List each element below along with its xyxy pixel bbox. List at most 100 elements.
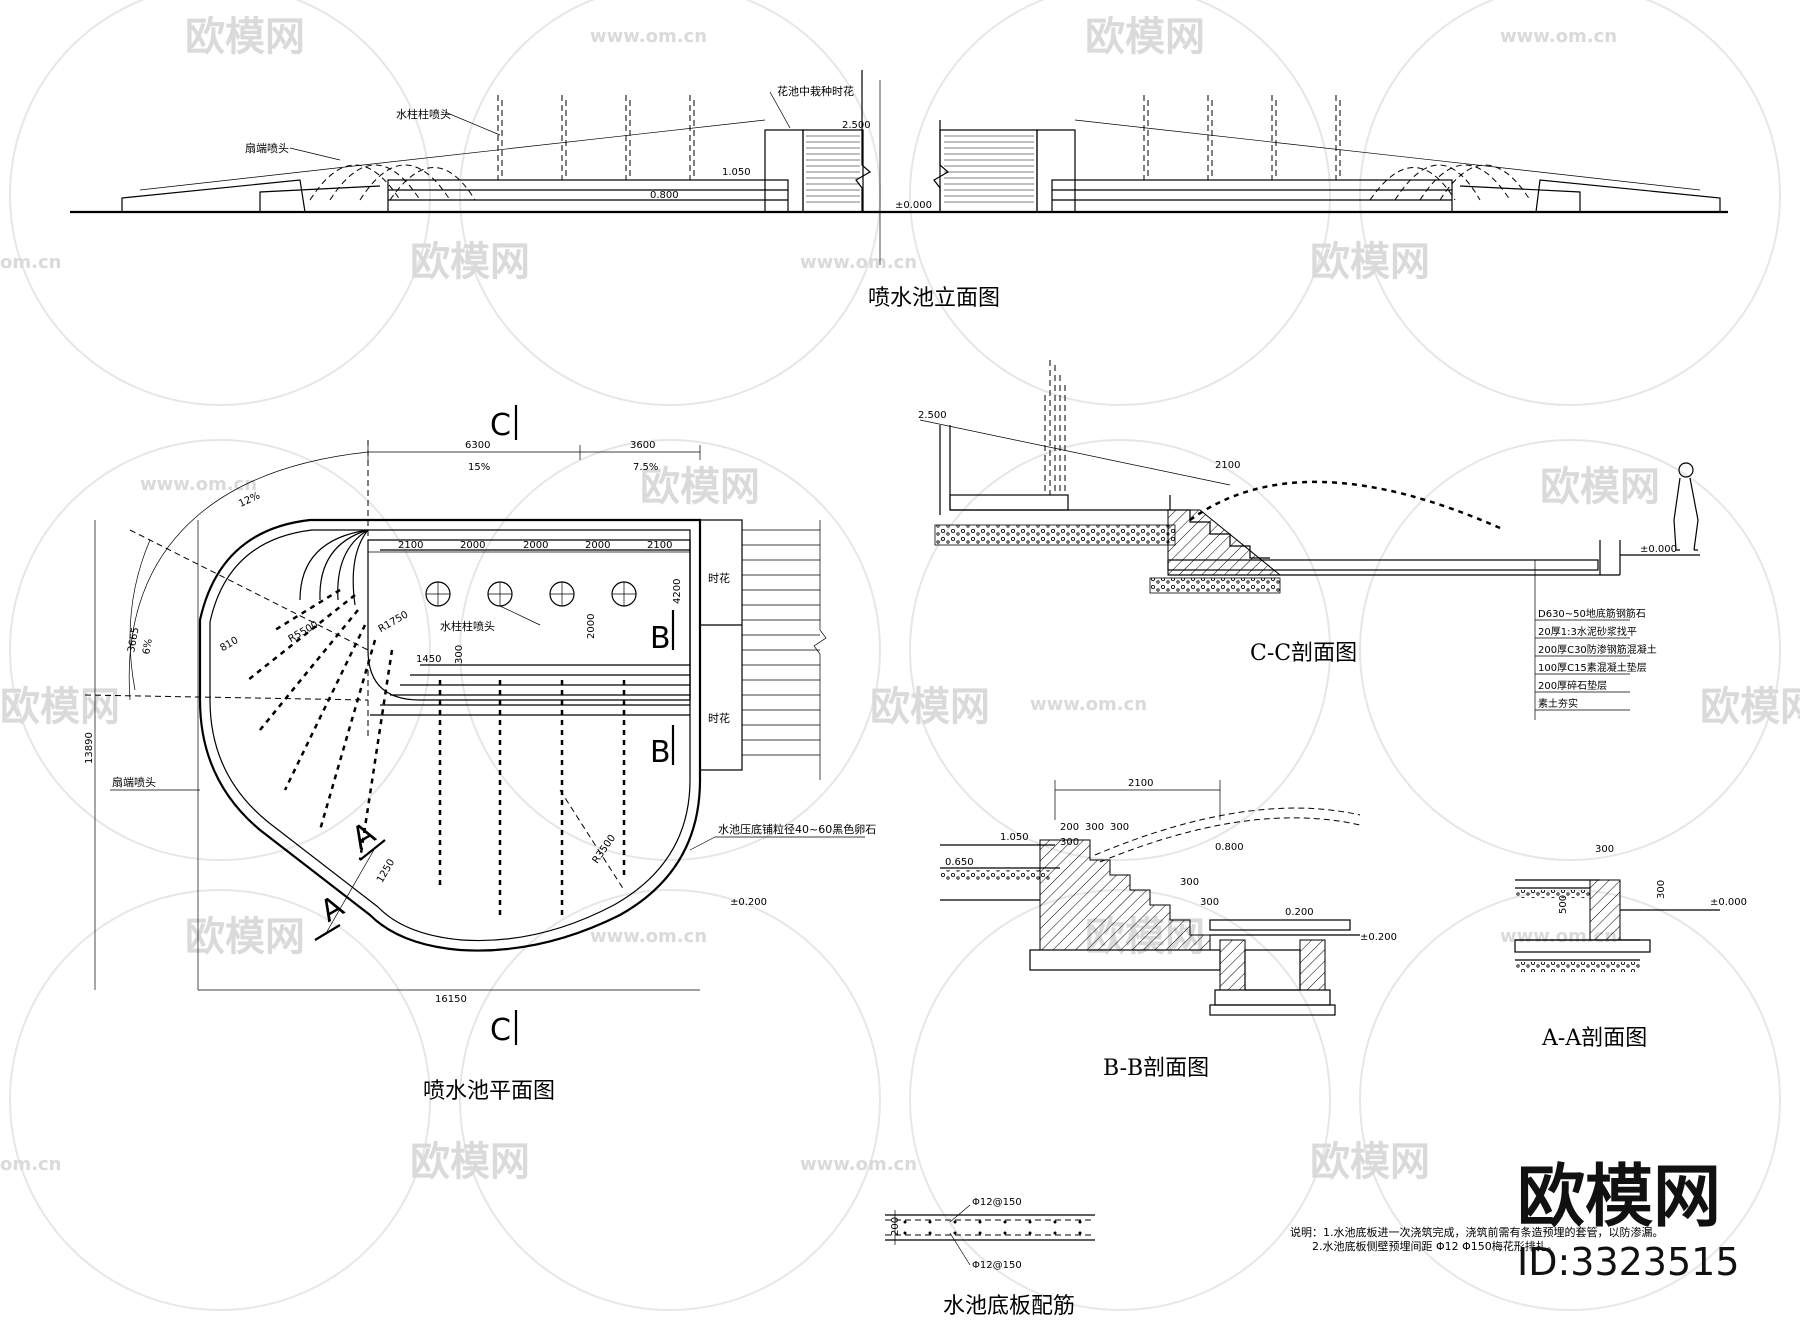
watermark-text: 欧模网 (1700, 684, 1800, 730)
plan-dim-3600: 3600 (630, 440, 655, 451)
bb-dim-2100: 2100 (1128, 778, 1153, 789)
cc-level-zero: ±0.000 (1640, 544, 1677, 555)
plan-dim-6300: 6300 (465, 440, 490, 451)
watermark-text: 欧模网 (1310, 239, 1430, 285)
watermark-text: 欧模网 (410, 239, 530, 285)
plan-dim-r1750: R1750 (377, 609, 411, 635)
plan-dim-r3500: R3500 (591, 833, 619, 866)
bb-level-3: 0.200 (1285, 907, 1314, 918)
note-line-1: 说明：1.水池底板进一次浇筑完成，浇筑前需有条造预埋的套管，以防渗漏。 (1290, 1225, 1664, 1239)
notes-block: 说明：1.水池底板进一次浇筑完成，浇筑前需有条造预埋的套管，以防渗漏。 2.水池… (1290, 1225, 1664, 1253)
plan-label-pebble: 水池压底铺粒径40~60黑色卵石 (718, 822, 876, 836)
elevation-title: 喷水池立面图 (868, 286, 1000, 311)
cc-layer-3: 200厚C30防渗钢筋混凝土 (1538, 643, 1657, 656)
cc-dim-2100: 2100 (1215, 460, 1240, 471)
elevation-level-mid: 1.050 (722, 167, 751, 178)
cc-layer-2: 20厚1:3水泥砂浆找平 (1538, 625, 1637, 638)
bb-dim-300-b: 300 (1110, 822, 1129, 833)
section-bb-drawing: 2100 200 300 300 300 300 300 1.050 0.650… (940, 778, 1397, 1081)
section-aa-drawing: 300 300 500 ±0.000 A-A剖面图 (1514, 844, 1747, 1051)
elevation-drawing: 水柱柱喷头 扇端喷头 花池中栽种时花 2.500 1.050 0.800 ±0.… (70, 70, 1728, 311)
watermark-text: 欧模网 (1540, 464, 1660, 510)
plan-section-c-top: C (490, 408, 511, 443)
slab-thickness: 200 (890, 1217, 901, 1236)
brand-id: ID:3323515 (1517, 1240, 1740, 1284)
plan-level: ±0.200 (730, 897, 767, 908)
watermark-url: www.om.cn (1030, 694, 1147, 715)
plan-dim-1450: 1450 (416, 654, 441, 665)
watermark-text: 欧模网 (1310, 1139, 1430, 1185)
watermark-url: www.om.cn (1500, 26, 1617, 47)
slab-drawing: Φ12@150 Φ12@150 200 水池底板配筋 (885, 1197, 1095, 1319)
person-silhouette (1673, 462, 1699, 551)
bb-dim-300-c: 300 (1180, 877, 1199, 888)
watermark-text: 欧模网 (410, 1139, 530, 1185)
cc-layer-4: 100厚C15素混凝土垫层 (1538, 661, 1647, 674)
plan-dim-13890: 13890 (84, 732, 95, 764)
plan-label-flower-1: 时花 (708, 572, 730, 585)
plan-dim-300: 300 (454, 645, 465, 664)
slab-top-bar: Φ12@150 (972, 1197, 1022, 1208)
plan-dim-810: 810 (218, 635, 240, 654)
plan-dim-6pct: 6% (141, 638, 155, 656)
plan-section-b-top: B (650, 621, 671, 656)
cc-title: C-C剖面图 (1250, 641, 1357, 666)
aa-dim-300-b: 300 (1656, 880, 1667, 899)
plan-section-b-bottom: B (650, 735, 671, 770)
watermark-url: www.om.cn (1500, 926, 1617, 947)
plan-dim-r5500: R5500 (287, 619, 321, 645)
watermark-url: www.om.cn (590, 926, 707, 947)
watermark-text: 欧模网 (185, 914, 305, 960)
elevation-level-top: 2.500 (842, 120, 871, 131)
plan-dim-15pct: 15% (468, 462, 490, 473)
plan-label-column-nozzle: 水柱柱喷头 (440, 619, 495, 633)
note-line-2: 2.水池底板侧壁预埋间距 Φ12 Φ150梅花形排扎。 (1312, 1239, 1558, 1253)
watermark-url: www.om.cn (140, 474, 257, 495)
aa-level: ±0.000 (1710, 897, 1747, 908)
plan-label-fan-nozzle: 扇端喷头 (112, 775, 156, 789)
watermark-text: 欧模网 (640, 464, 760, 510)
plan-dim-2000-vertical: 2000 (586, 614, 597, 639)
cc-layer-6: 素土夯实 (1538, 697, 1578, 710)
plan-dim-angle: 3665 (126, 626, 141, 653)
bb-dim-300-a: 300 (1085, 822, 1104, 833)
plan-label-flower-2: 时花 (708, 712, 730, 725)
bb-dim-300-e: 300 (1060, 837, 1079, 848)
aa-dim-500: 500 (1558, 895, 1569, 914)
cc-layer-1: D630~50地底筋钢筋石 (1538, 607, 1646, 620)
watermark-url: om.cn (0, 252, 61, 273)
watermark-text: 欧模网 (185, 14, 305, 60)
bb-dim-200: 200 (1060, 822, 1079, 833)
watermark-url: www.om.cn (800, 1154, 917, 1175)
watermark-url: om.cn (0, 1154, 61, 1175)
elevation-label-fan-nozzle: 扇端喷头 (245, 141, 289, 155)
slab-bottom-bar: Φ12@150 (972, 1260, 1022, 1271)
plan-dim-2000-c: 2000 (585, 540, 610, 551)
watermark-url: www.om.cn (590, 26, 707, 47)
bb-title: B-B剖面图 (1103, 1056, 1209, 1081)
brand-name: 欧模网 (1517, 1158, 1721, 1237)
watermark-text: 欧模网 (870, 684, 990, 730)
plan-section-c-bottom: C (490, 1013, 511, 1048)
cc-level-top: 2.500 (918, 410, 947, 421)
plan-dim-16150: 16150 (435, 994, 467, 1005)
plan-dim-2000-b: 2000 (523, 540, 548, 551)
bb-dim-300-d: 300 (1200, 897, 1219, 908)
elevation-label-column-nozzle: 水柱柱喷头 (396, 107, 451, 121)
elevation-label-planter: 花池中栽种时花 (777, 84, 854, 98)
bb-level-1: 1.050 (1000, 832, 1029, 843)
watermark-text: 欧模网 (0, 684, 120, 730)
aa-dim-300-a: 300 (1595, 844, 1614, 855)
watermark-url: www.om.cn (800, 252, 917, 273)
bb-level-4: ±0.200 (1360, 932, 1397, 943)
elevation-level-low: 0.800 (650, 190, 679, 201)
bb-level-5: 0.800 (1215, 842, 1244, 853)
aa-title: A-A剖面图 (1541, 1026, 1647, 1051)
plan-dim-4200: 4200 (672, 579, 683, 604)
section-cc-drawing: D630~50地底筋钢筋石 20厚1:3水泥砂浆找平 200厚C30防渗钢筋混凝… (918, 360, 1700, 720)
plan-section-a-right: A (346, 816, 382, 857)
plan-dim-2000-a: 2000 (460, 540, 485, 551)
plan-dim-2100-right: 2100 (647, 540, 672, 551)
